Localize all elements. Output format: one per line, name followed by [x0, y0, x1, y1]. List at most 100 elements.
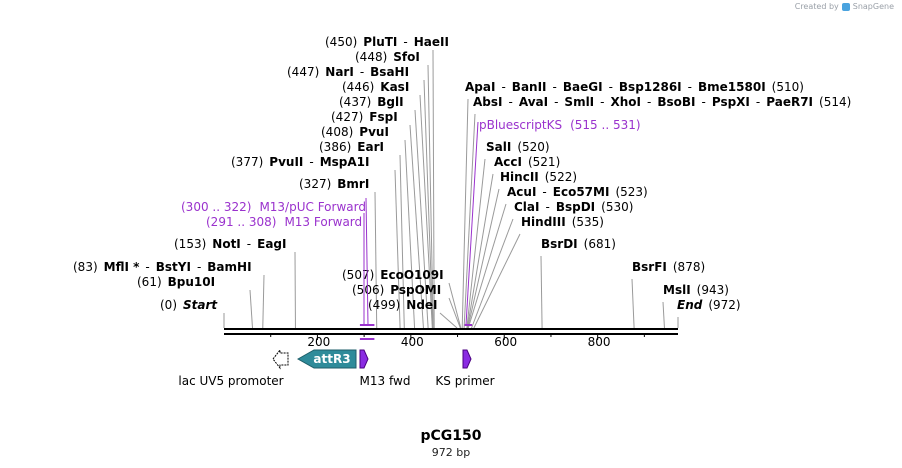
- leader-line-pvuii: [394, 169, 401, 329]
- site-label-nari[interactable]: (447)NarI-BsaHI: [287, 65, 409, 79]
- attr3-arrow[interactable]: [296, 349, 357, 369]
- primer-label-pbks[interactable]: pBluescriptKS(515 .. 531): [479, 118, 641, 132]
- leader-line-nari: [423, 79, 434, 329]
- site-label-start[interactable]: (0)Start: [160, 298, 218, 312]
- site-label-part: (408): [321, 125, 353, 139]
- site-label-pspomi[interactable]: (506)PspOMI: [352, 283, 441, 297]
- leader-line-bsrdi: [540, 255, 543, 329]
- site-label-msli[interactable]: MslI(943): [663, 283, 729, 297]
- leader-line-absi: [463, 113, 476, 329]
- site-label-bgli[interactable]: (437)BglI: [339, 95, 404, 109]
- site-label-kasi[interactable]: (446) KasI: [342, 80, 409, 94]
- site-label-part: FspI: [369, 110, 397, 124]
- site-label-part: (523): [615, 185, 647, 199]
- site-label-sfoi[interactable]: (448)SfoI: [355, 50, 420, 64]
- primer-label-m13fwd[interactable]: (291 .. 308) M13 Forward: [206, 215, 362, 229]
- site-label-part: EagI: [257, 237, 286, 251]
- site-label-part: (447): [287, 65, 319, 79]
- site-label-bsrdi[interactable]: BsrDI(681): [541, 237, 616, 251]
- site-label-part: AvaI: [519, 95, 548, 109]
- site-label-hindiii[interactable]: HindIII (535): [521, 215, 604, 229]
- site-label-part: -: [554, 95, 558, 109]
- ruler-tick-label: 800: [588, 335, 611, 349]
- site-label-part: -: [309, 155, 313, 169]
- ks-primer-arrow[interactable]: [462, 349, 472, 369]
- site-label-acci[interactable]: AccI(521): [494, 155, 560, 169]
- primer-label-m13puc[interactable]: (300 .. 322)M13/pUC Forward: [181, 200, 366, 214]
- site-label-ndei[interactable]: (499)NdeI: [368, 298, 438, 312]
- site-label-part: -: [360, 65, 364, 79]
- site-label-part: EcoO109I: [380, 268, 443, 282]
- site-label-part: (153): [174, 237, 206, 251]
- leader-line-pvui: [404, 139, 416, 329]
- site-label-eari[interactable]: (386)EarI: [319, 140, 384, 154]
- site-label-pvui[interactable]: (408)PvuI: [321, 125, 389, 139]
- ruler-tick-label: 400: [401, 335, 424, 349]
- ruler-tick-label: 200: [307, 335, 330, 349]
- credit-brand: SnapGene: [852, 2, 894, 11]
- site-label-part: (972): [708, 298, 740, 312]
- site-label-eco0109i[interactable]: (507) EcoO109I: [342, 268, 444, 282]
- leader-line-bpu10i: [249, 289, 253, 329]
- attr3-label: attR3: [313, 352, 350, 366]
- site-label-bmri[interactable]: (327)BmrI: [299, 177, 369, 191]
- site-labels: (450)PluTI-HaeII(448)SfoI(447)NarI-BsaHI…: [73, 35, 851, 312]
- site-label-noti[interactable]: (153)NotI-EagI: [174, 237, 286, 251]
- site-label-apai[interactable]: ApaI-BanII-BaeGI-Bsp1286I-Bme1580I(510): [465, 80, 804, 94]
- leader-line-mfli: [262, 274, 265, 329]
- site-label-part: (446): [342, 80, 374, 94]
- site-label-part: -: [508, 95, 512, 109]
- site-label-part: AccI: [494, 155, 522, 169]
- primer-part: (291 .. 308): [206, 215, 276, 229]
- site-label-part: XhoI: [611, 95, 642, 109]
- site-label-part: BglI: [377, 95, 403, 109]
- site-label-part: HaeII: [414, 35, 449, 49]
- site-label-part: -: [553, 80, 557, 94]
- site-label-pvuii[interactable]: (377)PvuII-MspA1I: [231, 155, 370, 169]
- site-label-clai[interactable]: ClaI-BspDI(530): [514, 200, 633, 214]
- primer-part: M13 Forward: [284, 215, 362, 229]
- site-label-part: (507): [342, 268, 374, 282]
- sequence-backbone: [224, 328, 678, 335]
- site-label-hincii[interactable]: HincII(522): [500, 170, 577, 184]
- site-label-acui[interactable]: AcuI-Eco57MI(523): [507, 185, 648, 199]
- site-label-part: -: [545, 200, 549, 214]
- feature-label-ksprimer: KS primer: [435, 374, 494, 388]
- site-label-part: (522): [545, 170, 577, 184]
- primer-part: pBluescriptKS: [479, 118, 562, 132]
- leader-line-pluti: [432, 49, 435, 329]
- site-label-part: PaeR7I: [766, 95, 813, 109]
- site-label-part: (535): [572, 215, 604, 229]
- m13-fwd-arrow[interactable]: [359, 349, 369, 369]
- leader-line-fspi: [409, 124, 424, 329]
- site-label-part: (448): [355, 50, 387, 64]
- site-label-mfli[interactable]: (83)MflI *-BstYI-BamHI: [73, 260, 252, 274]
- leader-line-sfoi: [427, 64, 434, 329]
- site-label-part: KasI: [380, 80, 409, 94]
- site-label-part: -: [542, 185, 546, 199]
- site-label-bsrfi[interactable]: BsrFI(878): [632, 260, 705, 274]
- plasmid-name: pCG150: [420, 428, 482, 444]
- leader-line-eari: [399, 154, 405, 329]
- site-label-part: SmlI: [564, 95, 594, 109]
- site-label-part: (61): [137, 275, 162, 289]
- site-label-part: NotI: [212, 237, 241, 251]
- site-label-part: Start: [183, 298, 218, 312]
- site-label-fspi[interactable]: (427)FspI: [331, 110, 398, 124]
- lac-uv5-promoter-arrow[interactable]: [272, 348, 289, 370]
- site-label-end[interactable]: End(972): [677, 298, 741, 312]
- primer-leader-pbks: [465, 121, 479, 326]
- site-label-pluti[interactable]: (450)PluTI-HaeII: [325, 35, 449, 49]
- leader-line-ndei: [439, 312, 458, 329]
- site-label-part: MflI *: [104, 260, 140, 274]
- site-label-part: BsoBI: [657, 95, 695, 109]
- site-label-sali[interactable]: SalI(520): [486, 140, 550, 154]
- site-label-part: HindIII: [521, 215, 566, 229]
- feature-label-m13fwd: M13 fwd: [360, 374, 411, 388]
- site-label-part: (510): [772, 80, 804, 94]
- site-label-part: PspXI: [712, 95, 750, 109]
- site-label-absi[interactable]: AbsI-AvaI-SmlI-XhoI-BsoBI-PspXI-PaeR7I(5…: [473, 95, 851, 109]
- site-label-bpu10i[interactable]: (61)Bpu10I: [137, 275, 215, 289]
- primer-part: (300 .. 322): [181, 200, 251, 214]
